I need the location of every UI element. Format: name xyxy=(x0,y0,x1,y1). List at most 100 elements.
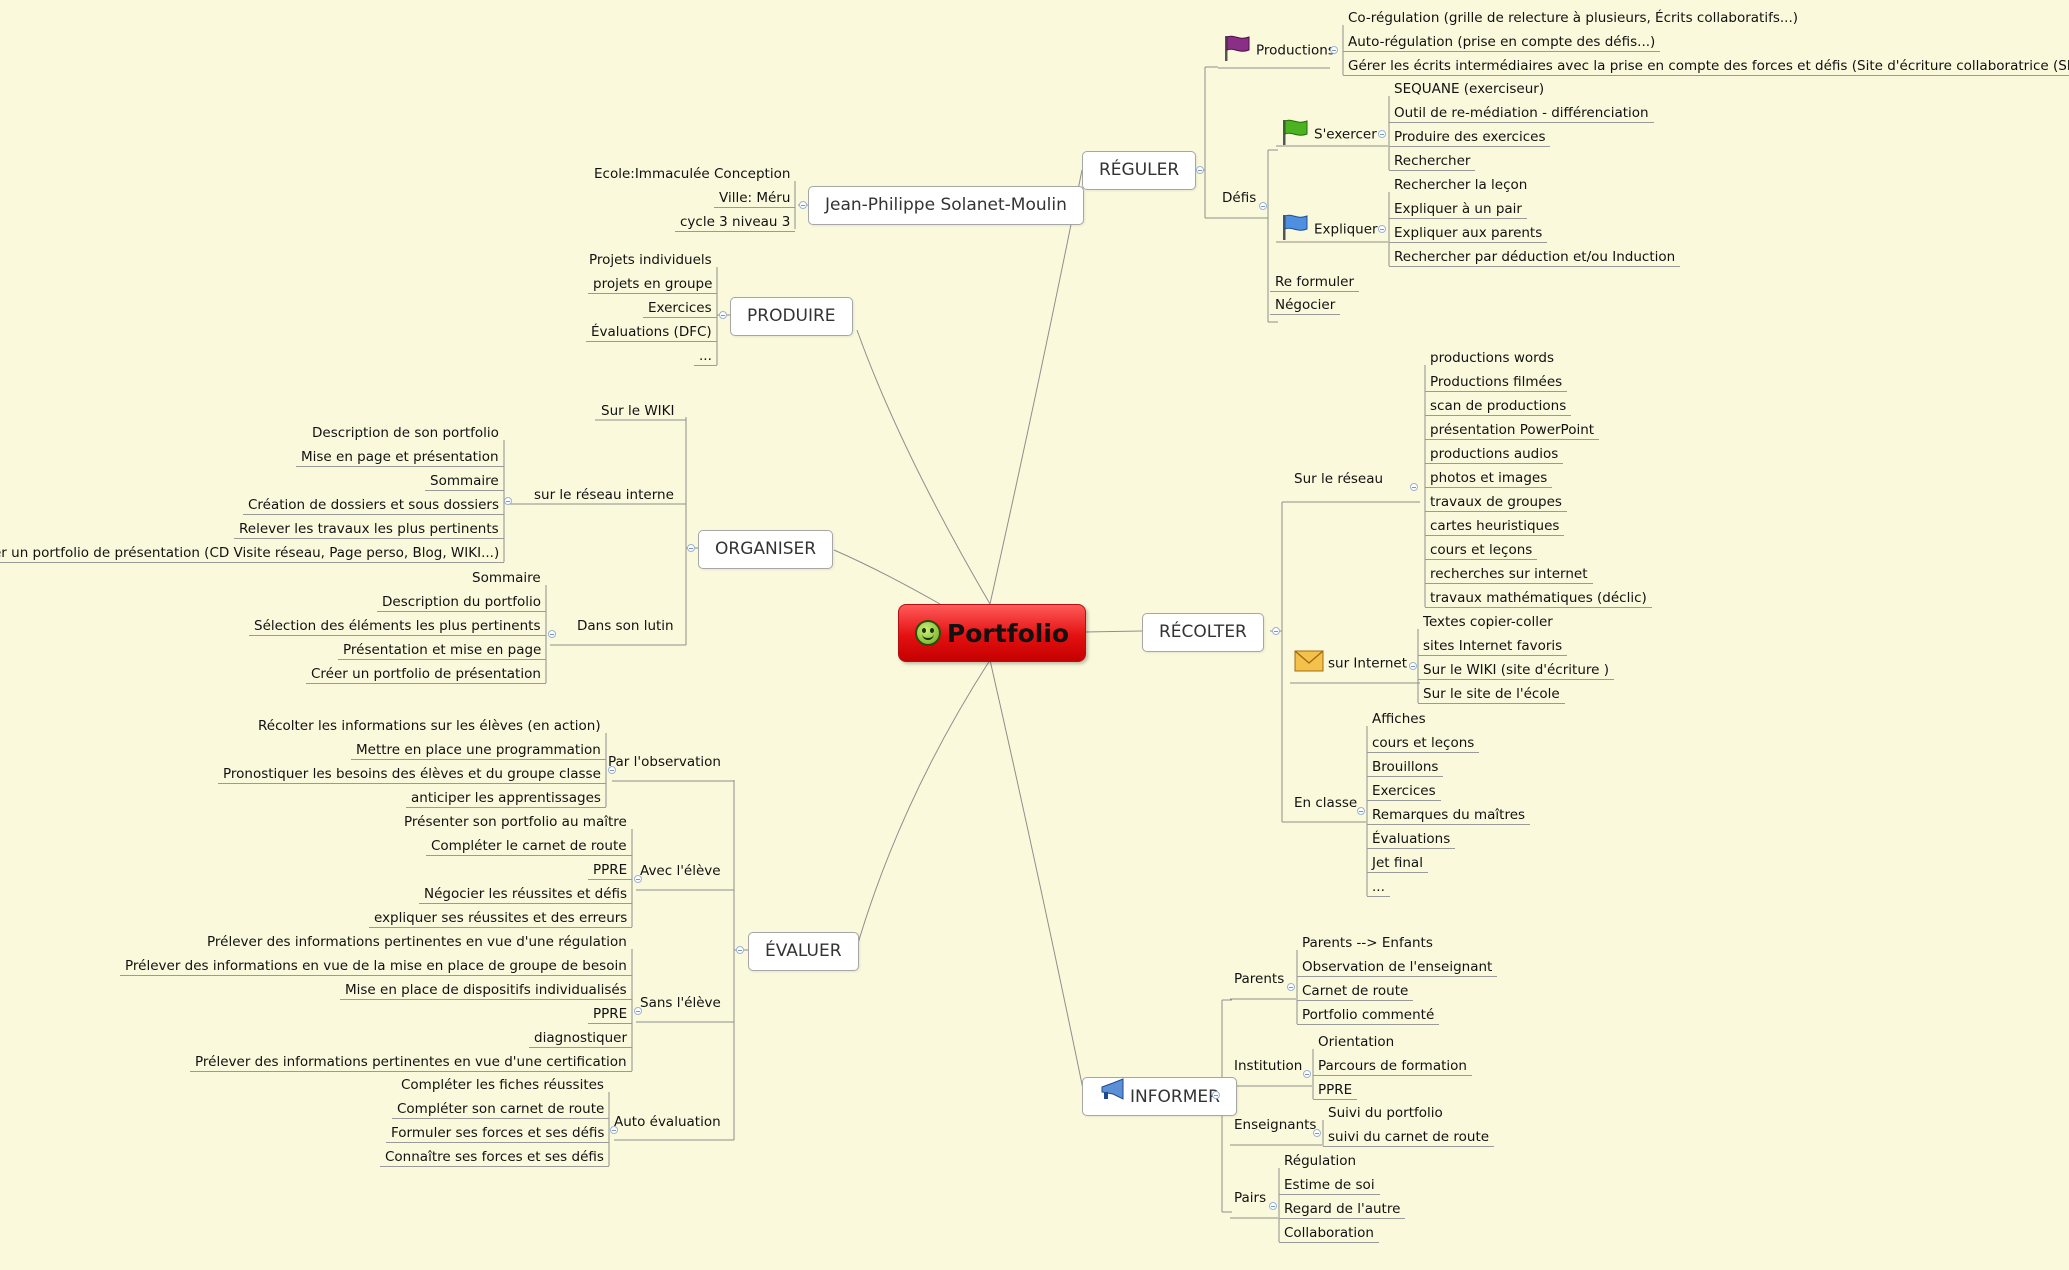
branch-organiser[interactable]: ORGANISER xyxy=(698,530,834,569)
collapse-toggle[interactable] xyxy=(1269,1202,1277,1210)
informer-pairs-item[interactable]: Collaboration xyxy=(1279,1224,1379,1243)
collapse-toggle[interactable] xyxy=(504,497,512,505)
recolter-classe-item[interactable]: cours et leçons xyxy=(1367,734,1480,753)
informer-institution-item[interactable]: PPRE xyxy=(1313,1081,1358,1100)
recolter-classe-item[interactable]: Brouillons xyxy=(1367,758,1444,777)
collapse-toggle[interactable] xyxy=(1313,1129,1321,1137)
evaluer-observation[interactable]: Par l'observation xyxy=(604,753,725,771)
collapse-toggle[interactable] xyxy=(1287,983,1295,991)
organiser-lutin-item[interactable]: Sommaire xyxy=(467,569,546,588)
recolter-internet-item[interactable]: sites Internet favoris xyxy=(1418,637,1568,656)
collapse-toggle[interactable] xyxy=(1259,202,1267,210)
evaluer-avec-item[interactable]: Présenter son portfolio au maître xyxy=(399,813,632,832)
recolter-reseau-item[interactable]: productions words xyxy=(1425,349,1559,368)
informer-enseignants-item[interactable]: suivi du carnet de route xyxy=(1323,1128,1495,1147)
organiser-lutin-item[interactable]: Créer un portfolio de présentation xyxy=(306,665,546,684)
recolter-reseau-item[interactable]: cours et leçons xyxy=(1425,541,1538,560)
evaluer-auto-item[interactable]: Compléter les fiches réussites xyxy=(396,1076,609,1095)
produire-item[interactable]: projets en groupe xyxy=(588,275,718,294)
author-detail[interactable]: Ville: Méru xyxy=(714,189,796,208)
defis-expliquer-item[interactable]: Expliquer aux parents xyxy=(1389,224,1548,243)
organiser-reseau-item[interactable]: Création de dossiers et sous dossiers xyxy=(243,496,505,515)
organiser-lutin-item[interactable]: Présentation et mise en page xyxy=(338,641,547,660)
collapse-toggle[interactable] xyxy=(1303,1070,1311,1078)
informer-enseignants-item[interactable]: Suivi du portfolio xyxy=(1323,1104,1448,1123)
branch-evaluer[interactable]: ÉVALUER xyxy=(748,932,859,971)
recolter-reseau-item[interactable]: présentation PowerPoint xyxy=(1425,421,1600,440)
defis-exercer-item[interactable]: Rechercher xyxy=(1389,152,1476,171)
produire-item[interactable]: ... xyxy=(694,347,717,366)
defis-reformuler[interactable]: Re formuler xyxy=(1270,273,1360,292)
evaluer-sans-item[interactable]: Prélever des informations pertinentes en… xyxy=(202,933,632,952)
recolter-classe[interactable]: En classe xyxy=(1290,794,1361,812)
informer-institution-item[interactable]: Parcours de formation xyxy=(1313,1057,1472,1076)
informer-pairs-item[interactable]: Estime de soi xyxy=(1279,1176,1380,1195)
defis-expliquer-item[interactable]: Rechercher par déduction et/ou Induction xyxy=(1389,248,1681,267)
collapse-toggle[interactable] xyxy=(608,766,616,774)
reguler-productions-item[interactable]: Auto-régulation (prise en compte des déf… xyxy=(1343,33,1661,52)
recolter-reseau-item[interactable]: productions audios xyxy=(1425,445,1564,464)
recolter-reseau-item[interactable]: travaux de groupes xyxy=(1425,493,1567,512)
author-node[interactable]: Jean-Philippe Solanet-Moulin xyxy=(808,186,1084,225)
evaluer-sans[interactable]: Sans l'élève xyxy=(636,994,725,1012)
evaluer-auto-item[interactable]: Connaître ses forces et ses défis xyxy=(380,1148,609,1167)
recolter-classe-item[interactable]: Évaluations xyxy=(1367,830,1456,849)
recolter-classe-item[interactable]: Exercices xyxy=(1367,782,1441,801)
evaluer-avec-item[interactable]: Compléter le carnet de route xyxy=(426,837,632,856)
informer-parents-item[interactable]: Observation de l'enseignant xyxy=(1297,958,1498,977)
organiser-lutin-item[interactable]: Sélection des éléments les plus pertinen… xyxy=(249,617,546,636)
reguler-productions-item[interactable]: Co-régulation (grille de relecture à plu… xyxy=(1343,9,1803,28)
recolter-internet-item[interactable]: Sur le site de l'école xyxy=(1418,685,1565,704)
produire-item[interactable]: Projets individuels xyxy=(584,251,717,270)
reguler-productions[interactable]: Productions xyxy=(1218,33,1339,68)
recolter-internet-item[interactable]: Sur le WIKI (site d'écriture ) xyxy=(1418,661,1614,680)
informer-parents[interactable]: Parents xyxy=(1230,970,1288,988)
organiser-reseau-item[interactable]: Mise en page et présentation xyxy=(296,448,504,467)
collapse-toggle[interactable] xyxy=(736,946,744,954)
informer-pairs-item[interactable]: Regard de l'autre xyxy=(1279,1200,1406,1219)
informer-enseignants[interactable]: Enseignants xyxy=(1230,1116,1320,1134)
recolter-reseau-item[interactable]: travaux mathématiques (déclic) xyxy=(1425,589,1652,608)
central-topic[interactable]: Portfolio xyxy=(898,604,1086,662)
recolter-classe-item[interactable]: Jet final xyxy=(1367,854,1428,873)
defis-exercer-item[interactable]: Outil de re-médiation - différenciation xyxy=(1389,104,1654,123)
collapse-toggle[interactable] xyxy=(1357,807,1365,815)
collapse-toggle[interactable] xyxy=(1196,166,1204,174)
informer-institution-item[interactable]: Orientation xyxy=(1313,1033,1399,1052)
recolter-reseau-item[interactable]: photos et images xyxy=(1425,469,1553,488)
recolter-internet[interactable]: sur Internet xyxy=(1290,649,1411,678)
reguler-defis[interactable]: Défis xyxy=(1218,189,1260,207)
evaluer-avec[interactable]: Avec l'élève xyxy=(636,862,725,880)
branch-informer[interactable]: INFORMER xyxy=(1082,1077,1237,1116)
collapse-toggle[interactable] xyxy=(610,1126,618,1134)
defis-expliquer-item[interactable]: Rechercher la leçon xyxy=(1389,176,1532,195)
recolter-internet-item[interactable]: Textes copier-coller xyxy=(1418,613,1558,632)
evaluer-observation-item[interactable]: Mettre en place une programmation xyxy=(351,741,606,760)
branch-produire[interactable]: PRODUIRE xyxy=(730,297,853,336)
author-detail[interactable]: Ecole:Immaculée Conception xyxy=(589,165,795,184)
recolter-reseau-item[interactable]: scan de productions xyxy=(1425,397,1572,416)
evaluer-observation-item[interactable]: anticiper les apprentissages xyxy=(406,789,606,808)
branch-reguler[interactable]: RÉGULER xyxy=(1082,151,1197,190)
informer-parents-item[interactable]: Portfolio commenté xyxy=(1297,1006,1440,1025)
organiser-wiki[interactable]: Sur le WIKI xyxy=(597,402,678,420)
evaluer-sans-item[interactable]: Prélever des informations pertinentes en… xyxy=(190,1053,632,1072)
organiser-reseau[interactable]: sur le réseau interne xyxy=(530,486,678,504)
defis-expliquer[interactable]: Expliquer xyxy=(1276,212,1382,247)
evaluer-sans-item[interactable]: diagnostiquer xyxy=(529,1029,633,1048)
collapse-toggle[interactable] xyxy=(1212,1091,1220,1099)
defis-negocier[interactable]: Négocier xyxy=(1270,296,1341,315)
recolter-reseau-item[interactable]: recherches sur internet xyxy=(1425,565,1593,584)
author-detail[interactable]: cycle 3 niveau 3 xyxy=(675,213,796,232)
recolter-reseau-item[interactable]: Productions filmées xyxy=(1425,373,1568,392)
collapse-toggle[interactable] xyxy=(634,875,642,883)
recolter-reseau[interactable]: Sur le réseau xyxy=(1290,470,1387,488)
collapse-toggle[interactable] xyxy=(1410,483,1418,491)
recolter-reseau-item[interactable]: cartes heuristiques xyxy=(1425,517,1565,536)
recolter-classe-item[interactable]: Affiches xyxy=(1367,710,1431,729)
evaluer-auto-item[interactable]: Compléter son carnet de route xyxy=(392,1100,610,1119)
defis-expliquer-item[interactable]: Expliquer à un pair xyxy=(1389,200,1527,219)
evaluer-sans-item[interactable]: Prélever des informations en vue de la m… xyxy=(120,957,632,976)
collapse-toggle[interactable] xyxy=(1378,225,1386,233)
organiser-lutin[interactable]: Dans son lutin xyxy=(573,617,678,635)
